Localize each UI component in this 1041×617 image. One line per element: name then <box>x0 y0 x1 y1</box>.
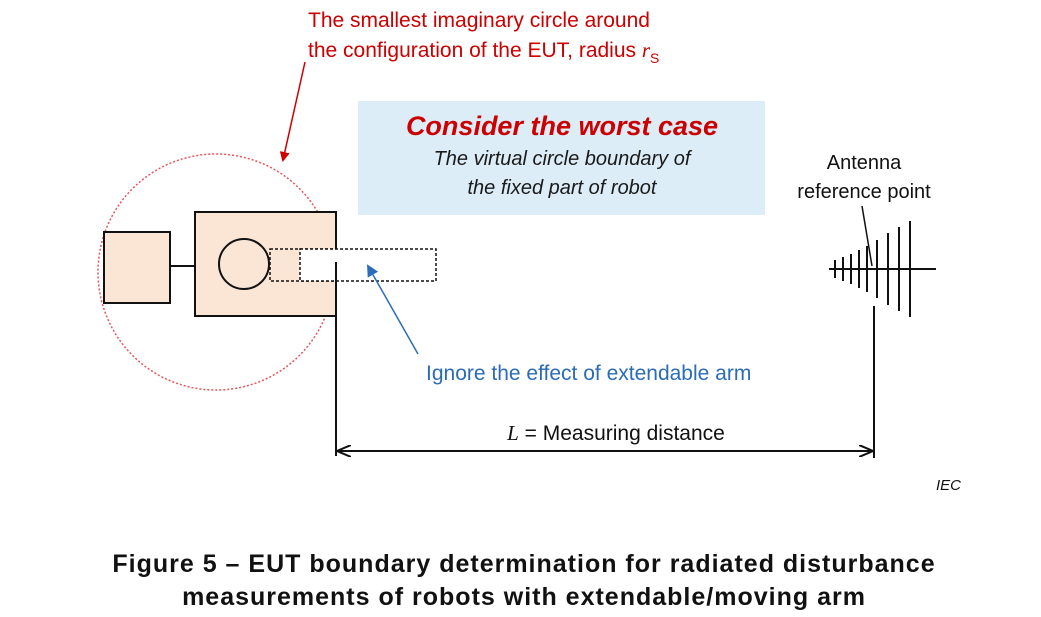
eut-small-box <box>103 231 171 304</box>
antenna-label-line1: Antenna <box>827 152 902 174</box>
radius-symbol: r <box>642 38 651 62</box>
worst-case-title: Consider the worst case <box>406 111 718 141</box>
arm-note-arrow <box>367 264 419 355</box>
radius-subscript: S <box>650 50 659 66</box>
distance-symbol: L <box>506 421 519 445</box>
arm-note: Ignore the effect of extendable arm <box>426 362 751 385</box>
worst-case-line1: The virtual circle boundary of <box>434 148 693 170</box>
circle-note-line1: The smallest imaginary circle around <box>308 9 650 32</box>
figure-caption-line2: measurements of robots with extendable/m… <box>182 583 866 611</box>
antenna-icon <box>829 221 936 317</box>
circle-note-line2: the configuration of the EUT, radius rS <box>308 38 659 66</box>
measuring-distance-label: L = Measuring distance <box>506 421 725 445</box>
iec-mark: IEC <box>936 477 961 494</box>
distance-text: = Measuring distance <box>519 422 725 445</box>
circle-note-text: the configuration of the EUT, radius <box>308 39 642 62</box>
robot-joint-circle <box>218 238 270 290</box>
worst-case-box <box>358 101 765 215</box>
extendable-arm-outer <box>299 248 437 282</box>
antenna-label-line2: reference point <box>797 181 931 203</box>
figure-caption-line1: Figure 5 – EUT boundary determination fo… <box>112 550 935 578</box>
worst-case-line2: the fixed part of robot <box>467 177 657 199</box>
antenna-reference-pointer <box>861 205 873 267</box>
circle-note-arrow <box>279 61 306 162</box>
